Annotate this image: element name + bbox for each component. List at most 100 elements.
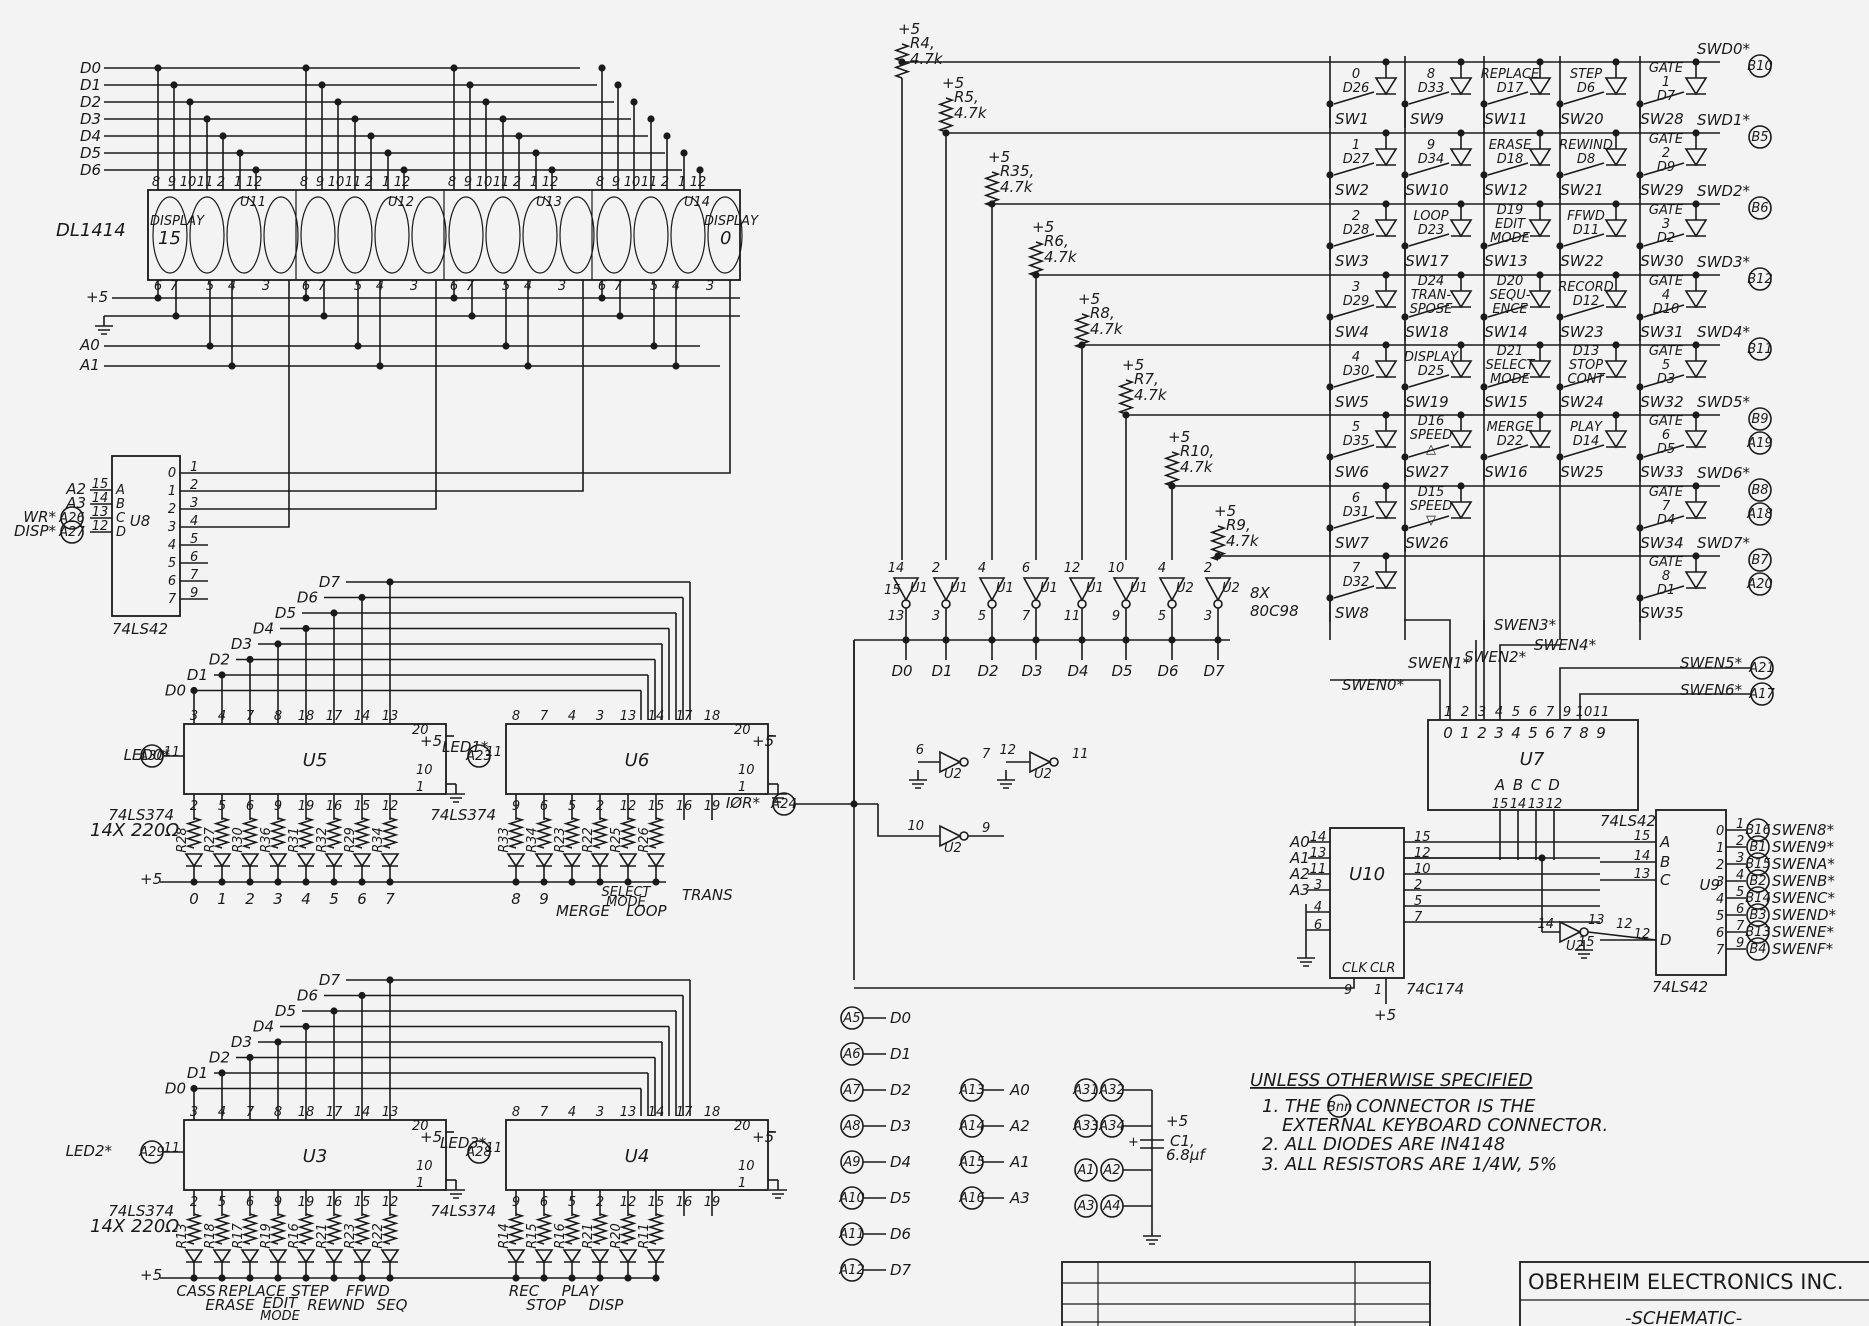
buffer-ref: U1 bbox=[950, 581, 968, 596]
matrix-diode-label: FFWD bbox=[1567, 209, 1605, 224]
led-diode bbox=[562, 853, 582, 868]
pullup-ref: R35, bbox=[1000, 162, 1034, 180]
buffer-pin-in: 14 bbox=[888, 561, 905, 576]
buffer-D0 bbox=[892, 577, 920, 602]
matrix-diode bbox=[1684, 571, 1708, 590]
matrix-switch-blade bbox=[1487, 444, 1529, 458]
display-digit-14 bbox=[670, 196, 706, 274]
u7-out: 2 bbox=[1477, 724, 1487, 742]
led-digit-5: 5 bbox=[329, 890, 339, 908]
u7-top-pin: 2 bbox=[1461, 705, 1469, 720]
matrix-out-1: SWD1* bbox=[1697, 111, 1750, 129]
u10-supply: +5 bbox=[1374, 1006, 1396, 1024]
led-resistor bbox=[535, 1213, 553, 1245]
conn-addr-A0: A0 bbox=[1009, 1081, 1030, 1099]
junction-dot bbox=[1214, 552, 1222, 560]
led-resistor bbox=[507, 1213, 525, 1245]
matrix-switch-blade bbox=[1643, 374, 1685, 388]
junction-dot bbox=[1612, 200, 1620, 208]
matrix-switch-SW14: SW14 bbox=[1484, 323, 1527, 341]
junction-dot bbox=[647, 115, 655, 123]
connector-A31-label: A31 bbox=[1072, 1083, 1098, 1098]
connector-A2-label: A2 bbox=[1102, 1163, 1120, 1178]
u9-in-pin: 14 bbox=[1634, 849, 1651, 864]
u7-in-pin: 14 bbox=[1510, 797, 1527, 812]
resistor-ref: R19 bbox=[259, 1223, 274, 1249]
matrix-diode-label: LOOP bbox=[1413, 209, 1448, 224]
u8-in-port: B bbox=[116, 497, 125, 512]
u8-out-pin: 1 bbox=[190, 460, 198, 475]
enable-SWEN6*: SWEN6* bbox=[1680, 681, 1743, 699]
resistor-ref: R17 bbox=[231, 1222, 246, 1248]
junction-dot bbox=[1536, 341, 1544, 349]
resistor-ref: R23 bbox=[343, 1223, 358, 1249]
latch-ground bbox=[447, 1180, 465, 1199]
ic-U7 bbox=[1427, 719, 1639, 811]
matrix-diode-label: GATE bbox=[1649, 132, 1684, 147]
latch-pin-vcc: 20 bbox=[734, 1119, 751, 1134]
junction-dot bbox=[1536, 200, 1544, 208]
display-digit-6 bbox=[374, 196, 410, 274]
resistor-ref: R18 bbox=[203, 1223, 218, 1249]
u10-in-sig: A2 bbox=[1289, 865, 1310, 883]
matrix-switch-SW25: SW25 bbox=[1560, 463, 1603, 481]
latch-pin-in: 13 bbox=[620, 1105, 637, 1120]
iorq-g1-out: 7 bbox=[982, 747, 991, 762]
note-3: 3. ALL RESISTORS ARE 1/4W, 5% bbox=[1262, 1154, 1557, 1175]
pullup-val: 4.7k bbox=[1000, 178, 1034, 196]
matrix-diode-label: GATE bbox=[1649, 414, 1684, 429]
conn-data-D7: D7 bbox=[890, 1261, 912, 1279]
buffer-ref: U1 bbox=[1086, 581, 1104, 596]
u8-in-pin: 12 bbox=[92, 519, 109, 534]
connector-A15-label: A15 bbox=[958, 1155, 984, 1170]
ic-U9-part: 74LS42 bbox=[1652, 978, 1708, 996]
ic-U4-name: U4 bbox=[625, 1146, 650, 1167]
u8-out-pin: 9 bbox=[190, 586, 198, 601]
junction-dot bbox=[1168, 482, 1176, 490]
junction-dot bbox=[274, 1038, 282, 1046]
junction-dot bbox=[1612, 411, 1620, 419]
fn-rec: REC bbox=[509, 1282, 540, 1300]
display-pin-top: 11 bbox=[345, 175, 362, 190]
display-digit-2 bbox=[226, 196, 262, 274]
junction-dot bbox=[246, 655, 254, 664]
connector-A1-label: A1 bbox=[1076, 1163, 1094, 1178]
matrix-diode-label: PLAY bbox=[1570, 420, 1603, 435]
led-diode bbox=[562, 1249, 582, 1264]
matrix-switch-SW17: SW17 bbox=[1405, 252, 1449, 270]
matrix-switch-SW11: SW11 bbox=[1484, 110, 1527, 128]
fn-ffwd: FFWD bbox=[346, 1282, 390, 1300]
matrix-diode-label: REPLACE bbox=[1481, 67, 1540, 82]
resistor-ref: R27 bbox=[203, 826, 218, 852]
pullup-resistor bbox=[937, 97, 955, 133]
matrix-switch-SW6: SW6 bbox=[1335, 463, 1369, 481]
conn-addr-A2: A2 bbox=[1009, 1117, 1030, 1135]
u9-inv-ground bbox=[1575, 940, 1593, 959]
matrix-diode-label: GATE bbox=[1649, 61, 1684, 76]
led-digit-3: 3 bbox=[273, 890, 283, 908]
matrix-switch-SW29: SW29 bbox=[1640, 181, 1683, 199]
connector-B6 bbox=[1748, 196, 1772, 220]
pullup-val: 4.7k bbox=[1044, 248, 1078, 266]
fn-seq: SEQ bbox=[377, 1296, 408, 1314]
u7-top-pin: 9 bbox=[1563, 705, 1571, 720]
matrix-switch-blade bbox=[1643, 304, 1685, 318]
matrix-diode-label: D34 bbox=[1418, 152, 1445, 167]
fn-stop: STOP bbox=[526, 1296, 566, 1314]
matrix-diode-label: REWIND bbox=[1559, 138, 1613, 153]
resistor-ref: R30 bbox=[231, 827, 246, 853]
pullup-resistor bbox=[1117, 379, 1135, 415]
latch-pin-in: 18 bbox=[704, 709, 721, 724]
title-block: OBERHEIM ELECTRONICS INC. -SCHEMATIC- bbox=[1519, 1261, 1869, 1326]
matrix-switch-SW30: SW30 bbox=[1640, 252, 1683, 270]
matrix-diode bbox=[1449, 501, 1473, 520]
iorq-g1-in: 6 bbox=[916, 743, 924, 758]
u8-select-wire bbox=[208, 280, 290, 528]
connector-B14 bbox=[1746, 886, 1770, 910]
u7-in-port: A bbox=[1494, 776, 1505, 794]
fn-disp: DISP bbox=[589, 1296, 624, 1314]
matrix-switch-SW19: SW19 bbox=[1405, 393, 1448, 411]
connector-A26 bbox=[60, 506, 84, 530]
connector-A27 bbox=[60, 520, 84, 544]
latch-pin-in: 3 bbox=[596, 1105, 604, 1120]
